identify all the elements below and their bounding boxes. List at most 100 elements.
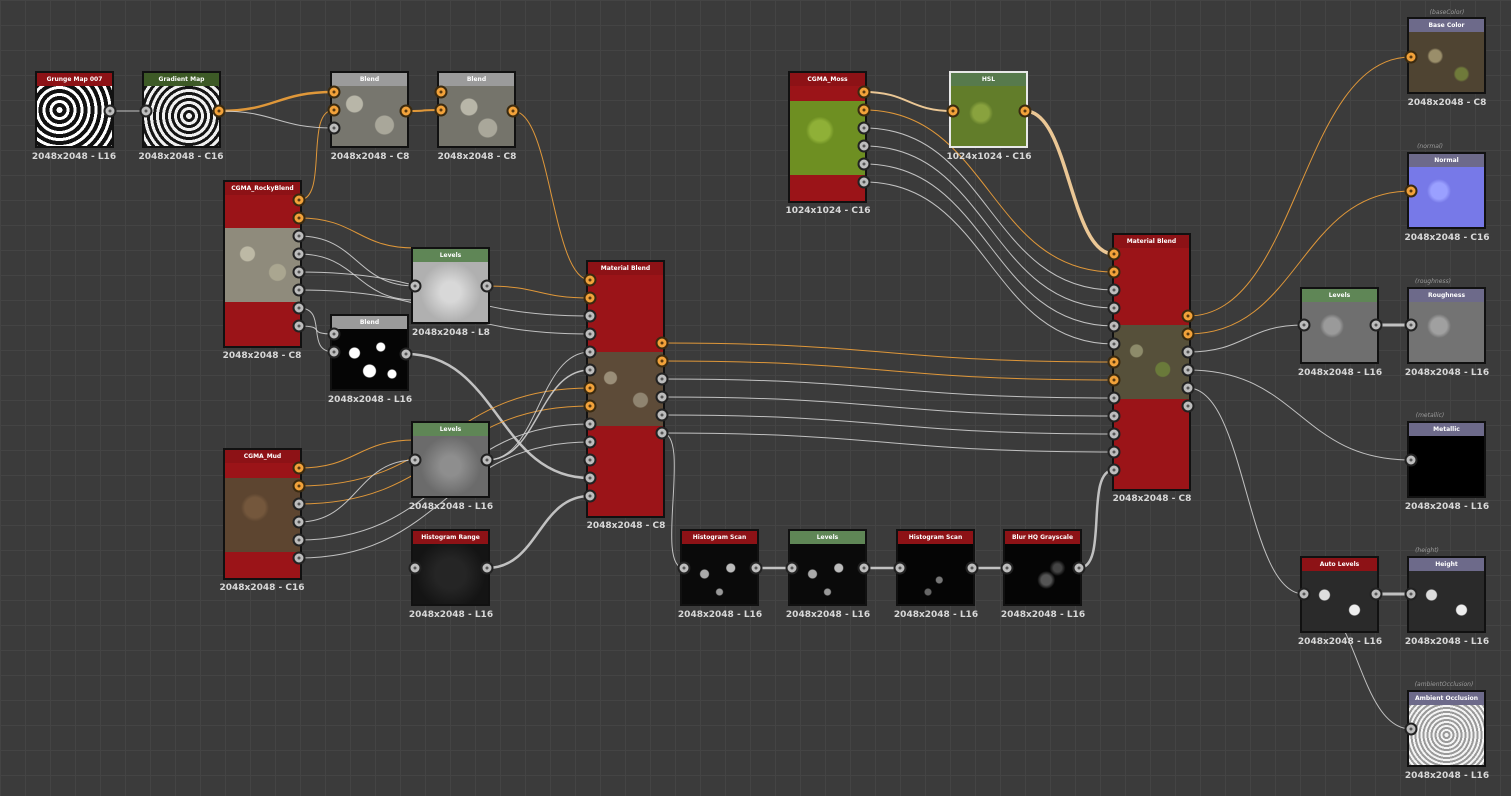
wire[interactable]	[405, 352, 591, 480]
port[interactable]	[1181, 381, 1195, 395]
port[interactable]	[583, 489, 597, 503]
port[interactable]	[655, 390, 669, 404]
node-hsl[interactable]: HSL	[949, 71, 1028, 148]
node-gradient-map[interactable]: Gradient Map	[142, 71, 221, 148]
node-histogram-scan-1[interactable]: Histogram Scan	[680, 529, 759, 606]
node-grunge-map[interactable]: Grunge Map 007	[35, 71, 114, 148]
port[interactable]	[1107, 301, 1121, 315]
node-levels-roughness[interactable]: Levels	[1300, 287, 1379, 364]
port[interactable]	[327, 345, 341, 359]
port-connected[interactable]	[1107, 247, 1121, 261]
port[interactable]	[327, 327, 341, 341]
port-connected[interactable]	[434, 103, 448, 117]
wire[interactable]	[298, 441, 591, 559]
port-connected[interactable]	[292, 479, 306, 493]
wire[interactable]	[661, 378, 1115, 399]
port[interactable]	[583, 345, 597, 359]
wire[interactable]	[1187, 369, 1412, 461]
node-blend-2[interactable]: Blend	[437, 71, 516, 148]
node-blend-mask[interactable]: Blend	[330, 314, 409, 391]
port[interactable]	[583, 453, 597, 467]
wire[interactable]	[1187, 324, 1305, 353]
node-output-basecolor[interactable]: Base Color	[1407, 17, 1486, 94]
port-connected[interactable]	[583, 291, 597, 305]
node-material-blend-2[interactable]: Material Blend	[1112, 233, 1191, 491]
port[interactable]	[1107, 337, 1121, 351]
port[interactable]	[655, 372, 669, 386]
port[interactable]	[292, 247, 306, 261]
port-connected[interactable]	[1404, 184, 1418, 198]
port[interactable]	[1181, 363, 1195, 377]
wire[interactable]	[1024, 109, 1115, 256]
node-output-ambient-occlusion[interactable]: Ambient Occlusion	[1407, 690, 1486, 767]
wire[interactable]	[218, 110, 335, 129]
wire[interactable]	[863, 181, 1115, 345]
port-connected[interactable]	[1107, 373, 1121, 387]
port[interactable]	[480, 279, 494, 293]
wire[interactable]	[298, 439, 416, 469]
port[interactable]	[1107, 283, 1121, 297]
wire[interactable]	[661, 396, 1115, 417]
port[interactable]	[1369, 318, 1383, 332]
port-connected[interactable]	[655, 336, 669, 350]
port[interactable]	[480, 561, 494, 575]
wire[interactable]	[486, 285, 591, 299]
wire[interactable]	[486, 369, 591, 461]
wire[interactable]	[298, 325, 335, 335]
port[interactable]	[583, 471, 597, 485]
node-output-roughness[interactable]: Roughness	[1407, 287, 1486, 364]
node-auto-levels[interactable]: Auto Levels	[1300, 556, 1379, 633]
node-output-metallic[interactable]: Metallic	[1407, 421, 1486, 498]
node-output-normal[interactable]: Normal	[1407, 152, 1486, 229]
node-blend-1[interactable]: Blend	[330, 71, 409, 148]
node-levels-1[interactable]: Levels	[411, 247, 490, 324]
wire[interactable]	[863, 91, 954, 112]
port[interactable]	[583, 309, 597, 323]
port[interactable]	[480, 453, 494, 467]
wire[interactable]	[661, 432, 685, 569]
port[interactable]	[1404, 722, 1418, 736]
node-histogram-range[interactable]: Histogram Range	[411, 529, 490, 606]
port[interactable]	[1107, 463, 1121, 477]
port-connected[interactable]	[292, 193, 306, 207]
port[interactable]	[857, 175, 871, 189]
wire[interactable]	[1078, 468, 1115, 570]
port[interactable]	[1107, 391, 1121, 405]
node-mud[interactable]: CGMA_Mud	[223, 448, 302, 580]
port[interactable]	[327, 121, 341, 135]
port-connected[interactable]	[655, 354, 669, 368]
port-connected[interactable]	[327, 103, 341, 117]
wire[interactable]	[1187, 387, 1305, 595]
port[interactable]	[1404, 318, 1418, 332]
wire[interactable]	[661, 432, 1115, 453]
port-connected[interactable]	[583, 273, 597, 287]
wire[interactable]	[661, 360, 1115, 381]
port[interactable]	[292, 551, 306, 565]
port[interactable]	[292, 319, 306, 333]
port-connected[interactable]	[292, 211, 306, 225]
port[interactable]	[1107, 427, 1121, 441]
port[interactable]	[583, 363, 597, 377]
port[interactable]	[857, 561, 871, 575]
port-connected[interactable]	[1107, 355, 1121, 369]
node-blur-hq[interactable]: Blur HQ Grayscale	[1003, 529, 1082, 606]
wire[interactable]	[298, 109, 335, 201]
wire[interactable]	[298, 217, 416, 249]
port[interactable]	[1369, 587, 1383, 601]
port[interactable]	[1107, 445, 1121, 459]
port-connected[interactable]	[1107, 265, 1121, 279]
port[interactable]	[655, 426, 669, 440]
port[interactable]	[677, 561, 691, 575]
port[interactable]	[1404, 587, 1418, 601]
port[interactable]	[1181, 345, 1195, 359]
node-output-height[interactable]: Height	[1407, 556, 1486, 633]
wire[interactable]	[512, 110, 591, 281]
wire[interactable]	[863, 145, 1115, 309]
wire[interactable]	[1187, 56, 1412, 317]
port[interactable]	[292, 301, 306, 315]
wire[interactable]	[863, 127, 1115, 291]
port[interactable]	[857, 157, 871, 171]
port-connected[interactable]	[327, 85, 341, 99]
node-histogram-scan-2[interactable]: Histogram Scan	[896, 529, 975, 606]
port-connected[interactable]	[857, 103, 871, 117]
